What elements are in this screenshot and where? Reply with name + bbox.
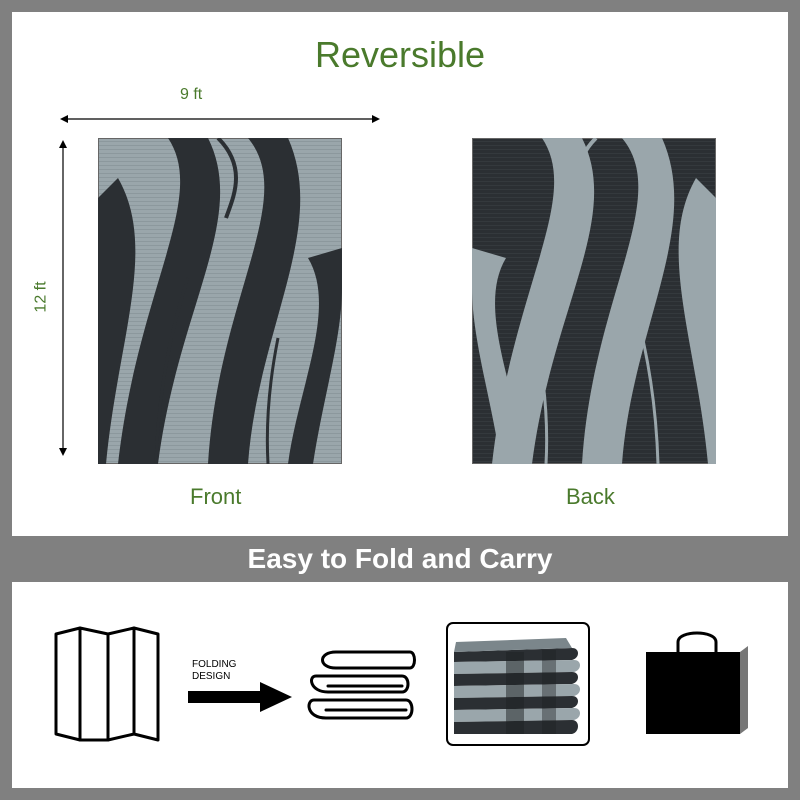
- height-arrow-icon: [59, 140, 67, 456]
- folded-towels-icon: [307, 650, 416, 720]
- folding-design-text: FOLDING DESIGN: [192, 659, 236, 683]
- banner-title: Easy to Fold and Carry: [247, 543, 553, 574]
- width-label: 9 ft: [180, 86, 203, 103]
- width-arrow-icon: [60, 115, 380, 123]
- folding-text-line2: DESIGN: [192, 671, 231, 682]
- folding-screen-icon: [54, 626, 160, 742]
- height-label: 12 ft: [32, 281, 50, 313]
- folded-mat-photo: [446, 622, 590, 746]
- carry-bag-icon: [646, 631, 748, 734]
- front-label: Front: [190, 484, 242, 509]
- arrow-right-icon: [188, 682, 292, 712]
- rug-front-image: [98, 138, 342, 464]
- rug-back-image: [472, 138, 716, 464]
- page-title: Reversible: [314, 34, 486, 75]
- folding-text-line1: FOLDING: [192, 659, 237, 670]
- back-label: Back: [566, 484, 615, 509]
